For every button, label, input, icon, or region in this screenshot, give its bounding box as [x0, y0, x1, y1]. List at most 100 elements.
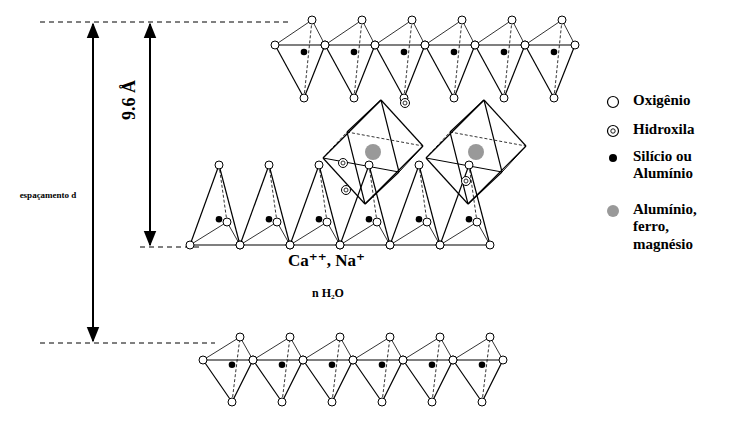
oxygen-atom [223, 218, 231, 226]
hydroxyl-atom [464, 179, 468, 183]
bond-line [375, 20, 412, 45]
bond-line [469, 165, 477, 222]
bond-line [475, 44, 525, 45]
hydroxyl-atom [339, 159, 348, 168]
oxygen-atom [471, 41, 479, 49]
oxygen-atom [323, 218, 331, 226]
bond-line [347, 100, 381, 132]
bond-line [419, 165, 440, 245]
oxygen-atom [478, 398, 486, 406]
silicon-atom [279, 361, 286, 368]
bond-line [403, 337, 440, 360]
silicon-atom [429, 361, 436, 368]
bond-line [290, 244, 340, 245]
oxygen-atom [199, 356, 207, 364]
oxygen-atom [465, 161, 473, 169]
hydroxyl-symbol [608, 126, 619, 137]
bond-line [390, 165, 419, 245]
octahedral-cation [365, 144, 381, 160]
bond-line [325, 44, 375, 45]
bond-line [482, 337, 490, 402]
bond-line [381, 100, 399, 172]
layer-thickness-arrow [149, 24, 151, 245]
bond-line [390, 222, 427, 245]
bond-line [269, 165, 277, 222]
bond-line [450, 132, 526, 146]
bond-line [353, 337, 390, 360]
oxygen-atom [265, 161, 273, 169]
silicon-atom [301, 49, 308, 56]
bond-line [432, 337, 440, 402]
silicon-atom [316, 216, 323, 223]
oxygen-atom [499, 356, 507, 364]
hydroxyl-atom [344, 188, 348, 192]
bond-line [432, 360, 453, 402]
oxygen-atom [436, 241, 444, 249]
oxygen-atom [386, 333, 394, 341]
silicon-atom [216, 216, 223, 223]
bond-lines [190, 20, 575, 402]
bond-line [525, 45, 554, 98]
bond-line [232, 360, 253, 402]
oxygen-atom [278, 398, 286, 406]
bond-line [554, 20, 562, 98]
oxygen-atom [358, 16, 366, 24]
oxygen-atom [399, 356, 407, 364]
oxygen-atom [300, 94, 308, 102]
oxygen-atom [471, 41, 479, 49]
oxygen-atom [486, 333, 494, 341]
oxygen-atom [500, 94, 508, 102]
bond-line [375, 45, 404, 98]
d-spacing-arrow [92, 24, 94, 341]
mineral-sheets [186, 16, 579, 406]
bond-line [323, 158, 399, 172]
oxygen-atom [428, 398, 436, 406]
oxygen-atom [386, 241, 394, 249]
silicon-atom [329, 361, 336, 368]
oxygen-atom [365, 161, 373, 169]
bond-line [454, 20, 462, 98]
bond-line [369, 165, 377, 222]
bond-line [453, 359, 503, 360]
bond-line [525, 44, 575, 45]
bond-line [484, 100, 502, 172]
bond-line [475, 20, 512, 45]
silicon-atom [416, 216, 423, 223]
bond-line [325, 45, 354, 98]
bond-line [303, 337, 340, 360]
oxygen-atom [299, 356, 307, 364]
bond-line [425, 45, 454, 98]
bond-line [275, 20, 312, 45]
bond-line [290, 165, 319, 245]
bond-line [219, 165, 227, 222]
oxygen-atom [236, 241, 244, 249]
legend-swatch [607, 205, 619, 217]
oxygen-atom [415, 161, 423, 169]
bond-line [332, 360, 353, 402]
bond-line [253, 337, 290, 360]
silicon-atom [229, 361, 236, 368]
oxygen-atom [315, 161, 323, 169]
bond-line [203, 337, 240, 360]
bond-line [468, 172, 502, 204]
bond-line [453, 337, 490, 360]
dimension-lines [40, 22, 292, 343]
oxygen-atom [386, 241, 394, 249]
oxygen-atom [399, 356, 407, 364]
bond-line [399, 146, 423, 172]
oxygen-atom [350, 94, 358, 102]
oxygen-atom [336, 241, 344, 249]
silicon-atom [266, 216, 273, 223]
bond-line [190, 222, 227, 245]
bond-line [502, 146, 526, 172]
silicon-atom [401, 49, 408, 56]
oxygen-atom [336, 333, 344, 341]
bond-line [353, 360, 382, 402]
bond-line [319, 165, 327, 222]
bond-line [375, 44, 425, 45]
oxygen-atom [449, 356, 457, 364]
legend-text: Hidroxila [633, 121, 725, 138]
oxygen-atom [408, 16, 416, 24]
oxygen-atom [421, 41, 429, 49]
